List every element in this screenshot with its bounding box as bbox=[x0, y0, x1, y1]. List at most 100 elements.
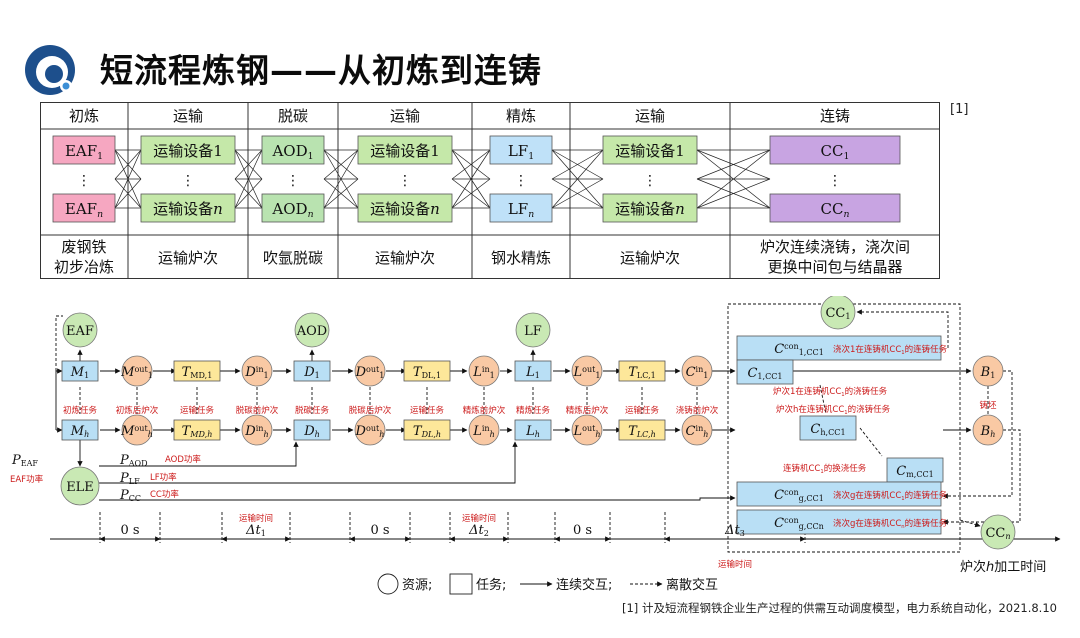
ccn-feedback bbox=[959, 519, 981, 528]
cc-task-label: C1,CC1 bbox=[747, 366, 782, 381]
lf-power-line bbox=[99, 441, 518, 484]
flow-link bbox=[551, 149, 604, 180]
b-feedback bbox=[942, 370, 1013, 499]
unit-box-rown bbox=[489, 193, 553, 223]
legend-continuous: 连续交互; bbox=[556, 577, 612, 593]
eaf-out-heat-label: Mout1 bbox=[120, 365, 153, 380]
flow-link bbox=[323, 149, 359, 209]
cc-power-line bbox=[99, 495, 736, 501]
unit-box-rown bbox=[602, 193, 698, 223]
lf-out-heat-label: Louth bbox=[572, 424, 600, 439]
dt2-interval-label: Δt2 bbox=[468, 523, 489, 538]
task-caption: 脱碳后炉次 bbox=[349, 405, 392, 416]
flow-link bbox=[323, 149, 359, 180]
stage-header: 精炼 bbox=[506, 107, 536, 125]
p-eaf-note: EAF功率 bbox=[10, 474, 44, 485]
bh-resource bbox=[972, 414, 1004, 446]
lf-out-heat-h bbox=[571, 414, 603, 446]
aod-power-line bbox=[99, 441, 299, 467]
table-border bbox=[40, 102, 940, 279]
aod-in-heat-1 bbox=[241, 355, 273, 387]
task-caption: 初炼后炉次 bbox=[116, 405, 159, 416]
stage-description: 运输炉次 bbox=[620, 249, 680, 267]
flow-link bbox=[114, 178, 142, 209]
aod-task-label: D1 bbox=[303, 365, 320, 380]
dt2-interval-caption: 运输时间 bbox=[462, 513, 496, 524]
casting-label: 铸坯 bbox=[979, 400, 997, 411]
stage-header: 连铸 bbox=[820, 107, 850, 125]
flow-link bbox=[551, 149, 604, 209]
lf-task-1 bbox=[514, 360, 552, 382]
cc-task-note: 炉次h在连铸机CC1的浇铸任务 bbox=[776, 404, 891, 416]
aod-task-h bbox=[293, 419, 331, 441]
unit-label-row1: CC1 bbox=[821, 142, 850, 162]
dt1-interval-caption: 运输时间 bbox=[239, 513, 273, 524]
lf-out-heat-label: Lout1 bbox=[572, 365, 600, 380]
ellipsis: ⋮ bbox=[398, 173, 412, 189]
blue-swirl-logo-icon bbox=[25, 45, 75, 95]
ellipsis: ⋮ bbox=[181, 173, 195, 189]
task-caption: 运输任务 bbox=[180, 405, 215, 416]
unit-box-row1 bbox=[489, 135, 553, 165]
aod-out-heat-label: Douth bbox=[355, 424, 385, 439]
ellipsis: ⋮ bbox=[828, 173, 842, 189]
unit-box-rown bbox=[357, 193, 453, 223]
transport-task-1 bbox=[173, 360, 221, 382]
transport-task-1 bbox=[403, 360, 451, 382]
cc-task-box bbox=[799, 415, 857, 441]
unit-box-row1 bbox=[140, 135, 236, 165]
transport-task-label: TDL,h bbox=[413, 424, 441, 439]
unit-label-row1: 运输设备1 bbox=[153, 142, 223, 160]
stage-description: 更换中间包与结晶器 bbox=[767, 258, 902, 276]
ccn-resource bbox=[980, 514, 1016, 550]
flow-link bbox=[696, 149, 771, 180]
lf-task-label: Lh bbox=[525, 424, 540, 439]
transport-task-label: TDL,1 bbox=[413, 365, 441, 380]
transport-task-label: TLC,1 bbox=[628, 365, 656, 380]
cc-task-box bbox=[736, 359, 794, 385]
p-cc-note: CC功率 bbox=[150, 489, 179, 500]
stage-description: 运输炉次 bbox=[375, 249, 435, 267]
unit-box-row1 bbox=[52, 135, 116, 165]
b1-label: B1 bbox=[980, 365, 996, 380]
cc-task-note: 浇次1在连铸机CC1的连铸任务 bbox=[833, 344, 948, 356]
stage-header: 运输 bbox=[635, 107, 665, 125]
eaf-rail bbox=[55, 370, 60, 430]
flow-link bbox=[451, 149, 491, 209]
cc-task-box bbox=[736, 509, 942, 535]
stage-description: 运输炉次 bbox=[158, 249, 218, 267]
unit-label-rown: 运输设备n bbox=[615, 200, 685, 218]
eaf-out-heat-h bbox=[121, 414, 153, 446]
zero-interval-label: 0 s bbox=[573, 523, 592, 538]
transport-task-h bbox=[618, 419, 666, 441]
flow-link bbox=[696, 149, 771, 209]
eaf-resource bbox=[62, 312, 98, 348]
b-feedback bbox=[942, 429, 1021, 525]
p-aod-label: PAOD bbox=[119, 453, 148, 468]
zero-interval-label: 0 s bbox=[120, 523, 139, 538]
aod-in-heat-h bbox=[241, 414, 273, 446]
transport-task-h bbox=[403, 419, 451, 441]
reference-tag: [1] bbox=[950, 102, 969, 117]
stage-header: 初炼 bbox=[69, 107, 99, 125]
legend-task: 任务; bbox=[476, 577, 506, 593]
transport-task-label: TMD,1 bbox=[182, 365, 213, 380]
ellipsis: ⋮ bbox=[286, 173, 300, 189]
cc-in-heat-h bbox=[681, 414, 713, 446]
lf-task-h bbox=[514, 419, 552, 441]
ele-label: ELE bbox=[66, 480, 94, 495]
stage-description: 初步冶炼 bbox=[54, 258, 114, 276]
aod-out-heat-label: Dout1 bbox=[355, 365, 385, 380]
dt3-caption: 运输时间 bbox=[718, 559, 752, 570]
p-lf-note: LF功率 bbox=[150, 472, 177, 483]
unit-label-row1: EAF1 bbox=[65, 142, 103, 162]
lf-in-heat-label: Lin1 bbox=[472, 365, 495, 380]
transport-task-h bbox=[173, 419, 221, 441]
dt3-interval-label: Δt3 bbox=[724, 523, 745, 538]
unit-box-rown bbox=[52, 193, 116, 223]
flow-link bbox=[696, 178, 771, 209]
unit-label-row1: 运输设备1 bbox=[615, 142, 685, 160]
cc-task-note: 连铸机CC1的换浇任务 bbox=[783, 463, 867, 475]
aod-resource bbox=[294, 312, 330, 348]
p-aod-note: AOD功率 bbox=[165, 454, 201, 465]
